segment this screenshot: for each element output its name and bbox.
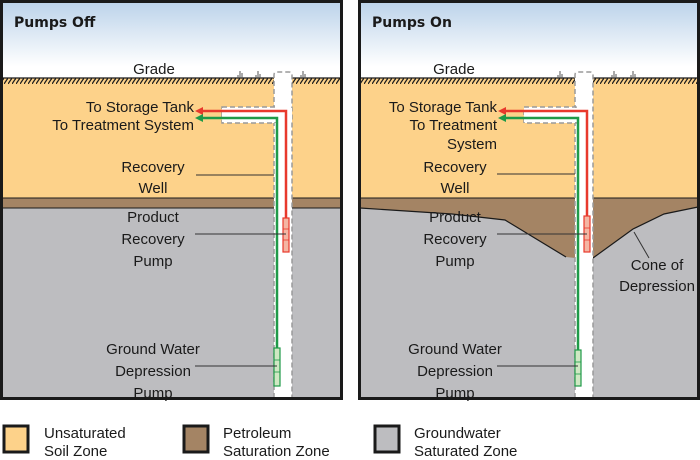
sky — [360, 2, 698, 78]
legend-item-unsaturated: Unsaturated Soil Zone — [2, 424, 126, 460]
product-line — [503, 109, 589, 216]
storage-tank-label: To Storage Tank — [86, 99, 195, 116]
gw-pump-label-2: Depression — [417, 363, 493, 380]
legend-label-1: Petroleum — [223, 425, 291, 442]
arrow-treatment-icon — [498, 114, 506, 122]
product-pump-label-2: Recovery — [423, 231, 487, 248]
grass-icon — [237, 71, 306, 78]
legend-item-petroleum: Petroleum Saturation Zone — [182, 424, 330, 460]
treatment-label: To Treatment System — [52, 117, 194, 134]
gw-pump-label-1: Ground Water — [106, 341, 200, 358]
cone-label-1: Cone of — [631, 257, 684, 274]
product-recovery-pump — [282, 217, 290, 253]
product-pump-label-1: Product — [127, 209, 180, 226]
grade-label: Grade — [133, 61, 175, 78]
arrow-treatment-icon — [195, 114, 203, 122]
petroleum-saturation-zone — [2, 198, 341, 208]
arrow-storage-icon — [195, 107, 203, 115]
unsaturated-soil-zone — [360, 78, 698, 198]
treatment-label-1: To Treatment — [409, 117, 497, 134]
panel-border — [358, 0, 700, 400]
panel-pumps-on: Pumps On Grade To Storage Tank To Treatm… — [358, 0, 700, 402]
cone-label-2: Depression — [619, 278, 695, 295]
legend-label-2: Saturation Zone — [223, 443, 330, 460]
treatment-label-2: System — [447, 136, 497, 153]
product-pump-label-3: Pump — [435, 253, 474, 270]
legend-item-groundwater: Groundwater Saturated Zone — [373, 424, 517, 460]
product-pump-label-2: Recovery — [121, 231, 185, 248]
recovery-well-label: Recovery — [121, 159, 185, 176]
legend-label-2: Soil Zone — [44, 443, 107, 460]
groundwater-depression-pump — [574, 349, 582, 387]
grass-icon — [557, 71, 636, 78]
product-pump-label-1: Product — [429, 209, 482, 226]
recovery-well-label-2: Well — [139, 180, 168, 197]
panel-title: Pumps On — [372, 15, 452, 31]
legend-label-1: Groundwater — [414, 425, 501, 442]
groundwater-depression-pump — [273, 347, 281, 387]
gw-pump-label-1: Ground Water — [408, 341, 502, 358]
ground-hatch — [360, 78, 698, 84]
water-line — [503, 116, 580, 350]
recovery-well-label-1: Recovery — [423, 159, 487, 176]
panel-pumps-off: Pumps Off Grade To Storage Tank To Treat… — [0, 0, 343, 402]
legend-swatch — [2, 424, 30, 454]
product-line — [200, 109, 288, 218]
water-line — [200, 116, 279, 348]
leader-cone — [633, 231, 650, 259]
gw-pump-label-2: Depression — [115, 363, 191, 380]
recovery-well-label-2: Well — [441, 180, 470, 197]
legend: Unsaturated Soil Zone Petroleum Saturati… — [2, 424, 517, 460]
legend-label-2: Saturated Zone — [414, 443, 517, 460]
arrow-storage-icon — [498, 107, 506, 115]
product-pump-label-3: Pump — [133, 253, 172, 270]
storage-tank-label: To Storage Tank — [389, 99, 498, 116]
legend-swatch — [182, 424, 210, 454]
legend-label-1: Unsaturated — [44, 425, 126, 442]
sky — [2, 2, 341, 78]
panel-title: Pumps Off — [14, 15, 96, 31]
cone-of-depression-outline — [359, 206, 699, 259]
legend-swatch — [373, 424, 401, 454]
panel-border — [0, 0, 343, 400]
ground-hatch — [2, 78, 341, 84]
grade-label: Grade — [433, 61, 475, 78]
